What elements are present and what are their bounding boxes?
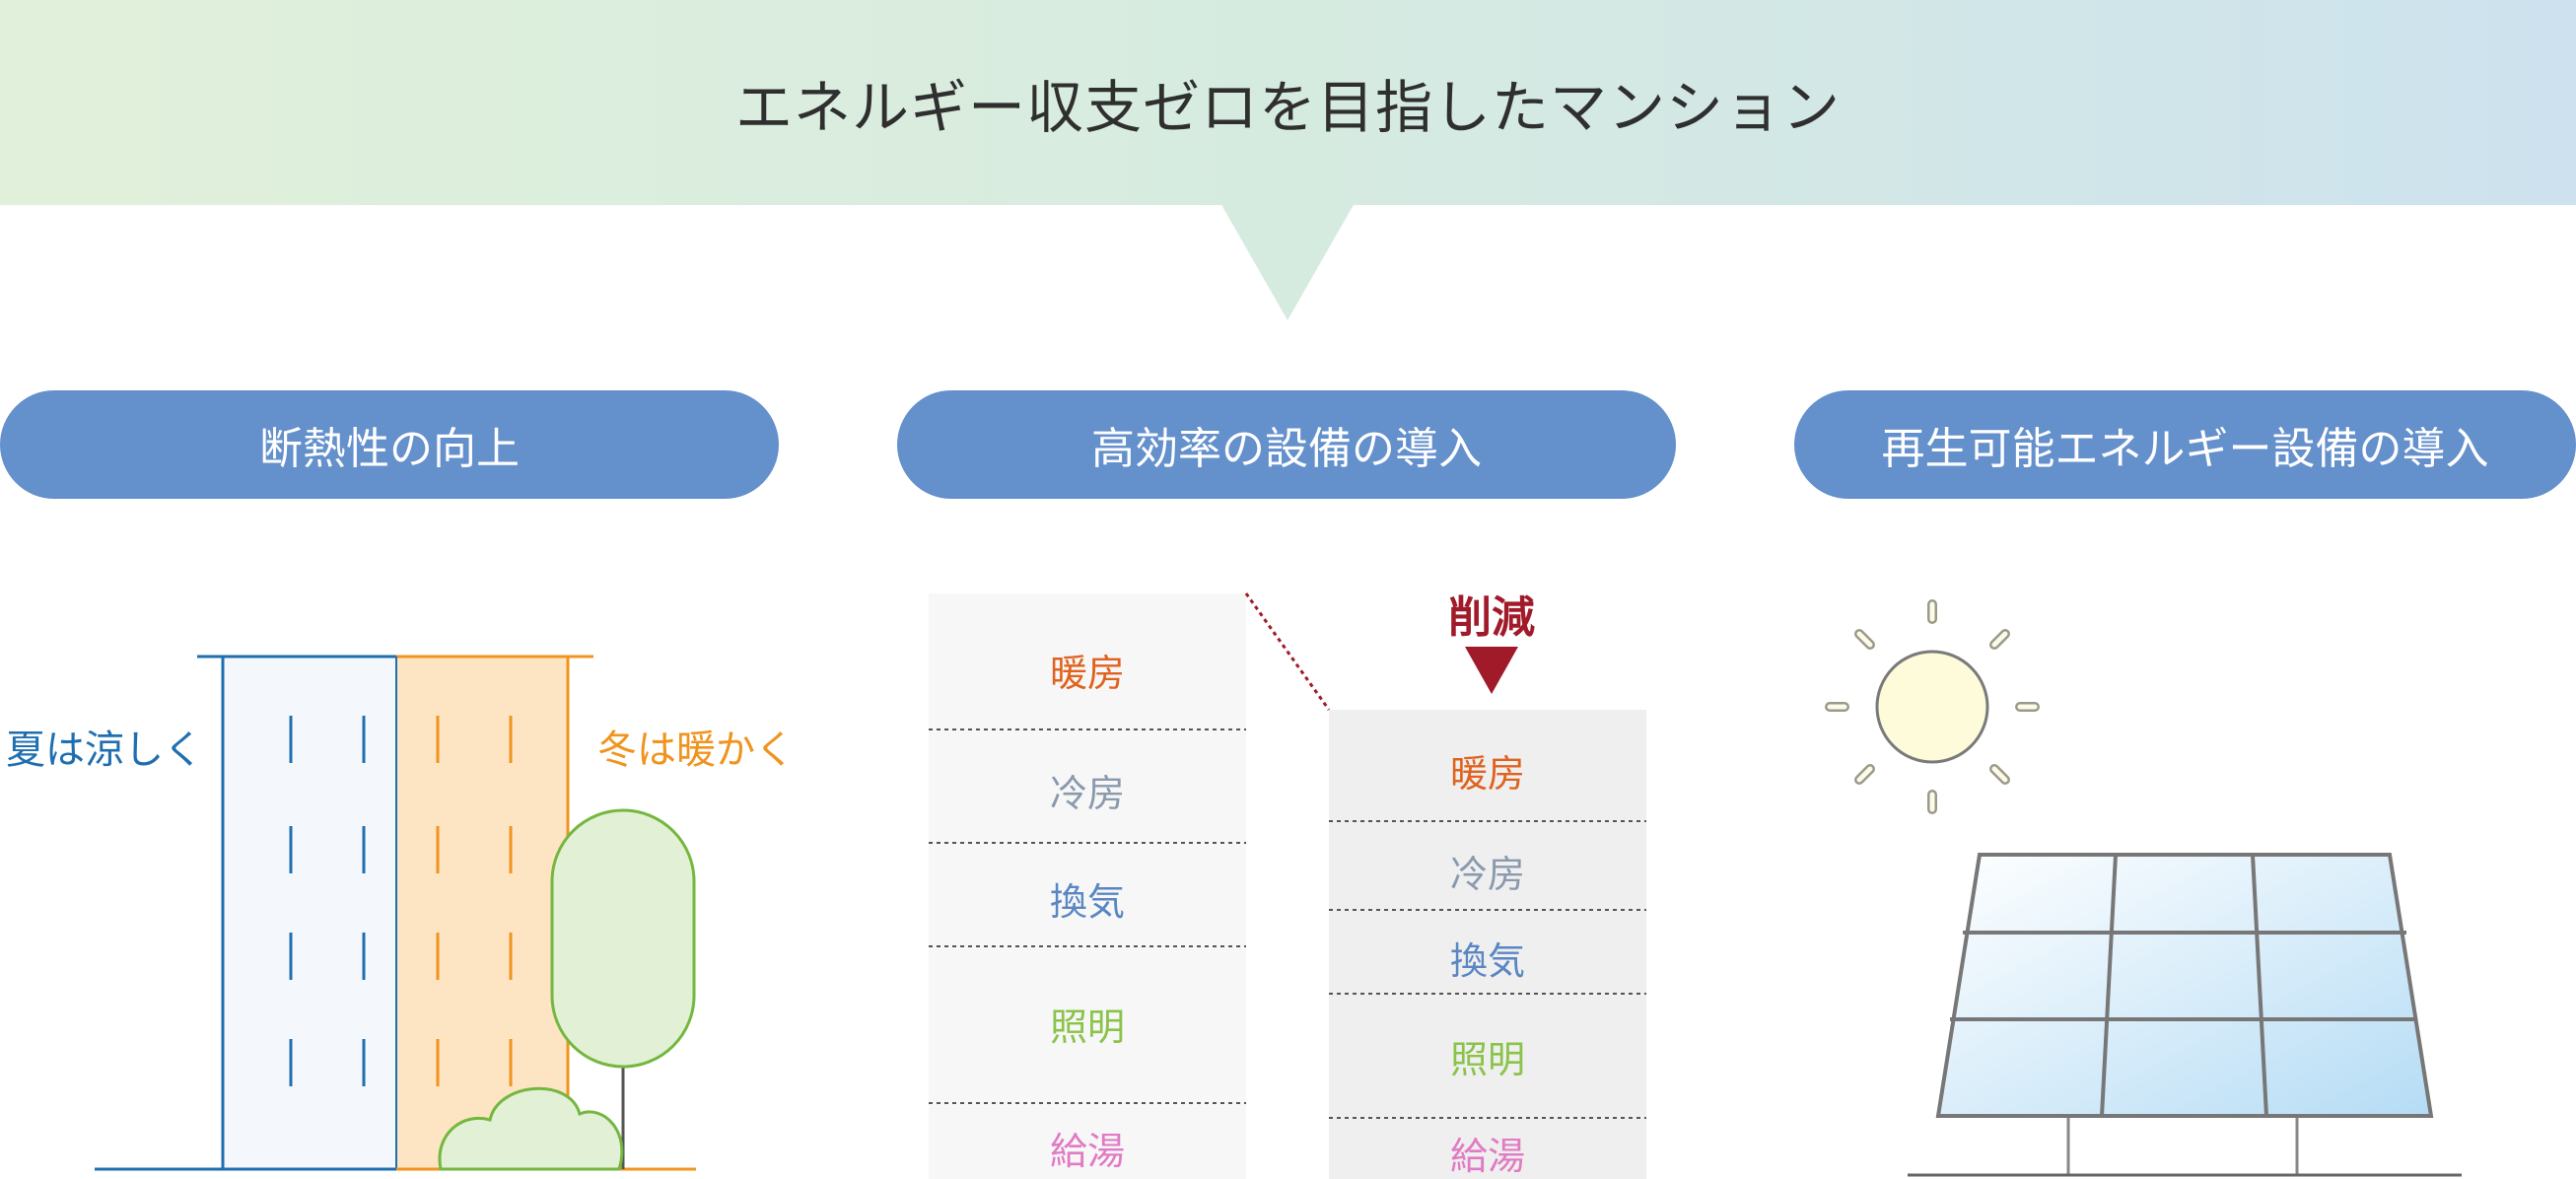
after-label-lighting: 照明 [1449, 1038, 1525, 1081]
before-label-ventilation: 換気 [1049, 880, 1125, 924]
pill-label-insulation: 断熱性の向上 [259, 424, 520, 474]
building-illustration [95, 655, 696, 1171]
page-title: エネルギー収支ゼロを目指したマンション [734, 74, 1841, 141]
before-label-cooling: 冷房 [1049, 772, 1125, 815]
after-label-cooling: 冷房 [1449, 853, 1525, 896]
title-banner [0, 0, 2576, 320]
sun-icon [1825, 599, 2040, 814]
before-label-heating: 暖房 [1049, 652, 1125, 695]
pill-efficiency [897, 390, 1676, 499]
pill-label-efficiency: 高効率の設備の導入 [1091, 424, 1482, 474]
after-label-hotwater: 給湯 [1449, 1135, 1525, 1178]
pill-renewable [1794, 390, 2576, 499]
pill-insulation [0, 390, 779, 499]
solar-panel-icon [1908, 853, 2462, 1177]
cool-label: 夏は涼しく [6, 728, 203, 773]
equipment-comparison [929, 592, 1646, 1179]
after-label-heating: 暖房 [1449, 752, 1525, 796]
before-label-hotwater: 給湯 [1049, 1130, 1125, 1173]
reduce-arrow-icon [1465, 647, 1518, 694]
after-label-ventilation: 換気 [1449, 939, 1525, 983]
pill-label-renewable: 再生可能エネルギー設備の導入 [1881, 424, 2489, 474]
warm-label: 冬は暖かく [597, 728, 795, 773]
before-label-lighting: 照明 [1049, 1006, 1125, 1049]
reduce-label: 削減 [1448, 592, 1535, 643]
